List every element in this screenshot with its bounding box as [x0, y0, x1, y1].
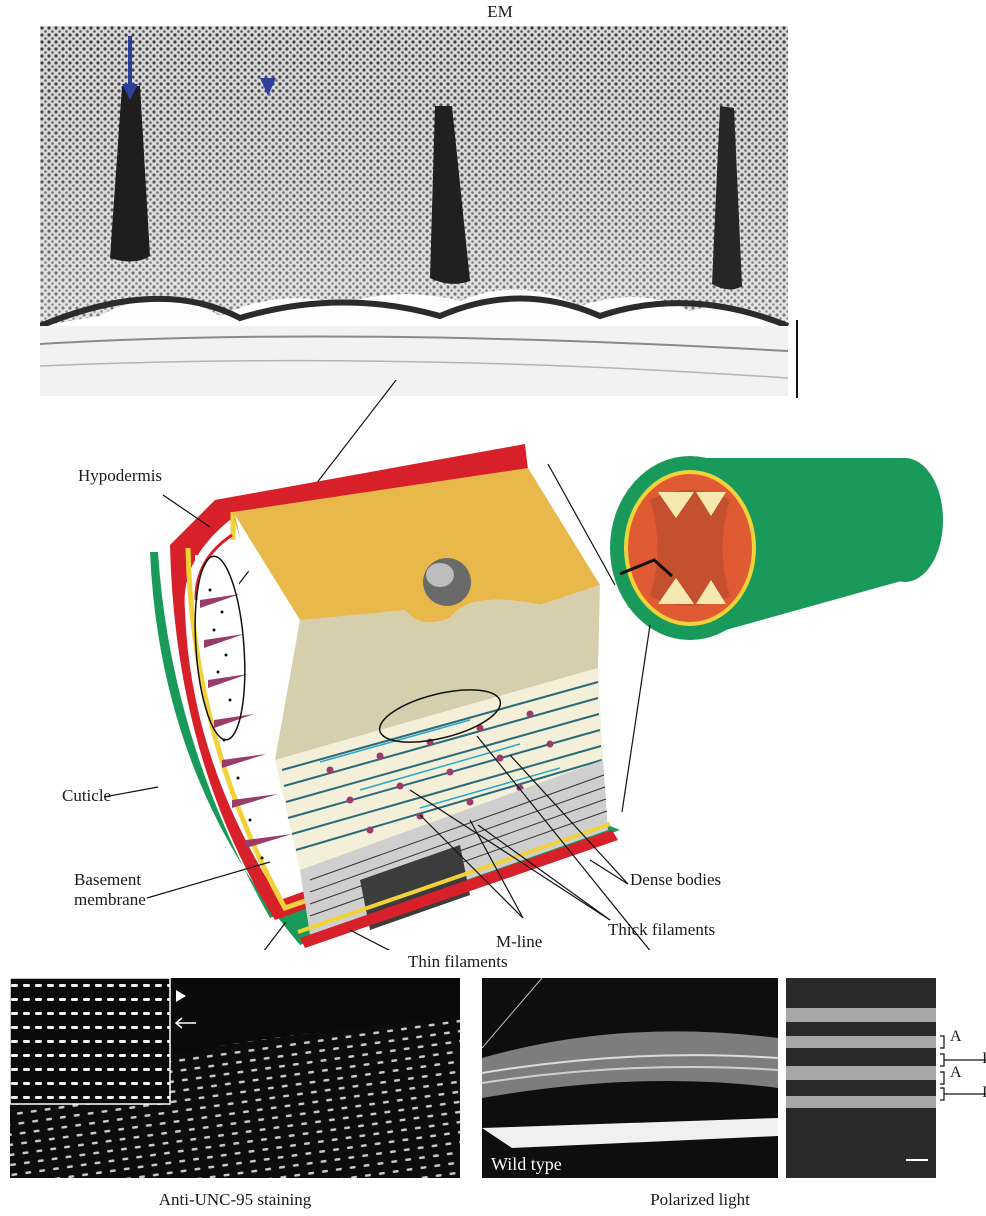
label-thin-filaments: Thin filaments — [408, 952, 508, 972]
label-cuticle: Cuticle — [62, 786, 111, 806]
staining-micrograph — [10, 978, 460, 1178]
band-brackets — [938, 1030, 986, 1140]
polarized-micrograph — [482, 978, 778, 1178]
em-title: EM — [470, 2, 530, 22]
band-label-i2: I — [982, 1084, 986, 1102]
label-m-line: M-line — [496, 932, 542, 952]
band-label-a1: A — [950, 1028, 962, 1046]
label-basement-line1: Basement — [74, 870, 141, 890]
label-dense-bodies: Dense bodies — [630, 870, 721, 890]
wild-type-label: Wild type — [491, 1154, 562, 1175]
label-hypodermis: Hypodermis — [78, 466, 162, 486]
polarized-caption: Polarized light — [620, 1190, 780, 1210]
label-basement-line2: membrane — [74, 890, 146, 910]
em-micrograph — [40, 26, 800, 402]
staining-caption: Anti-UNC-95 staining — [135, 1190, 335, 1210]
band-label-i1: I — [982, 1050, 986, 1068]
polarized-zoom — [786, 978, 936, 1178]
label-thick-filaments: Thick filaments — [608, 920, 715, 940]
band-label-a2: A — [950, 1064, 962, 1082]
